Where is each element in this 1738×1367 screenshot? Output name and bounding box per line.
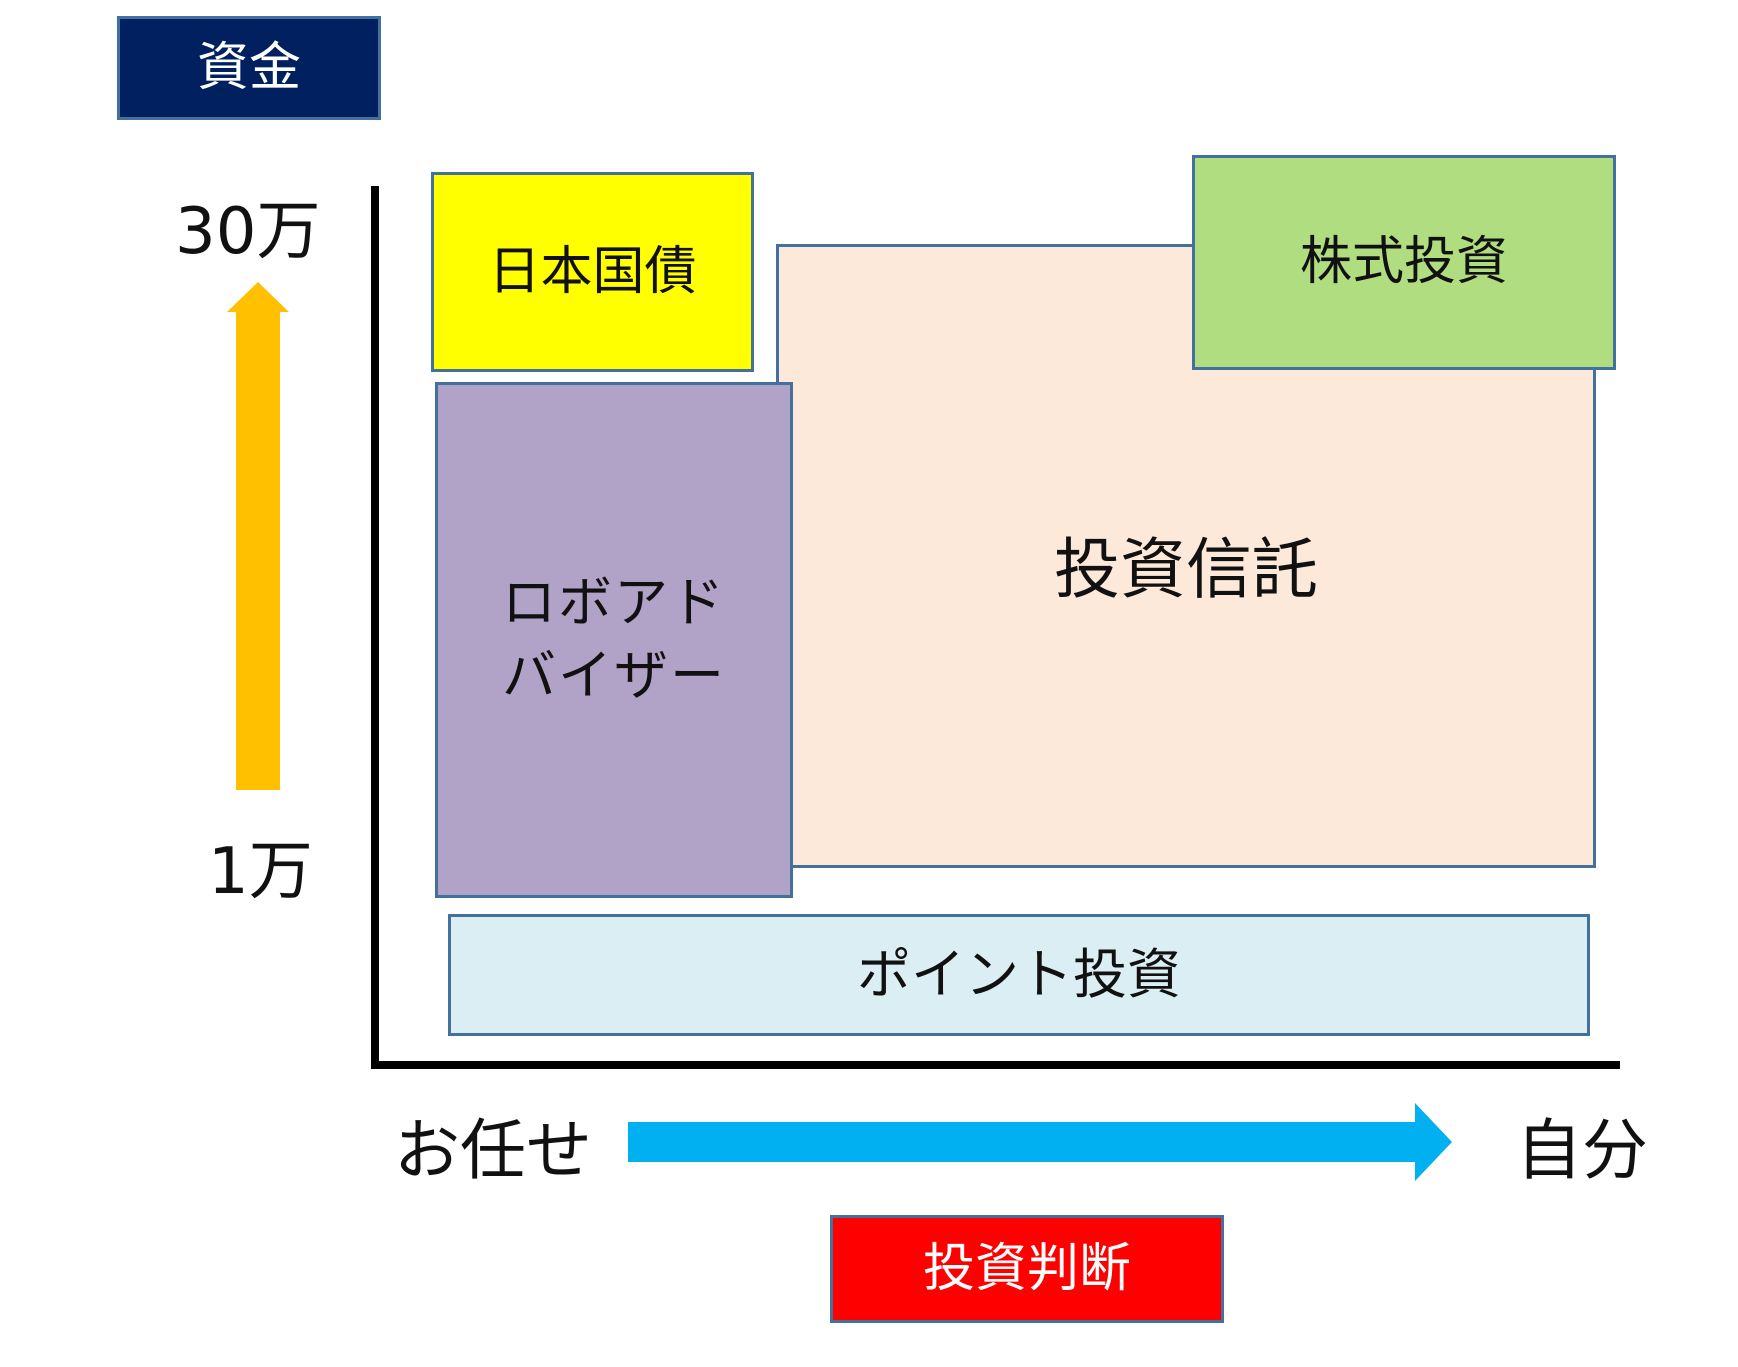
stock-investment-box: 株式投資 — [1192, 155, 1616, 370]
x-axis-caption-box: 投資判断 — [830, 1215, 1224, 1323]
right-arrow-icon — [628, 1103, 1452, 1181]
robo-advisor-label-line2: バイザー — [502, 644, 726, 707]
x-axis-right-label: 自分 — [1516, 1112, 1648, 1189]
point-investment-label: ポイント投資 — [857, 942, 1181, 1006]
investment-trust-label: 投資信託 — [1054, 531, 1318, 608]
japan-bonds-box: 日本国債 — [431, 172, 754, 372]
point-investment-box: ポイント投資 — [448, 914, 1590, 1036]
x-axis-left-label: お任せ — [394, 1112, 592, 1189]
up-arrow-icon — [227, 282, 289, 790]
header-title: 資金 — [196, 37, 301, 98]
japan-bonds-label: 日本国債 — [488, 241, 697, 302]
investment-trust-box: 投資信託 — [776, 244, 1596, 868]
header-title-box: 資金 — [117, 16, 381, 120]
x-axis-caption: 投資判断 — [922, 1238, 1131, 1299]
robo-advisor-box: ロボアド バイザー — [435, 382, 793, 898]
y-axis-bottom-label: 1万 — [208, 835, 313, 909]
robo-advisor-label-line1: ロボアド — [502, 571, 726, 635]
y-axis-top-label: 30万 — [175, 195, 321, 269]
stock-investment-label: 株式投資 — [1299, 232, 1508, 293]
